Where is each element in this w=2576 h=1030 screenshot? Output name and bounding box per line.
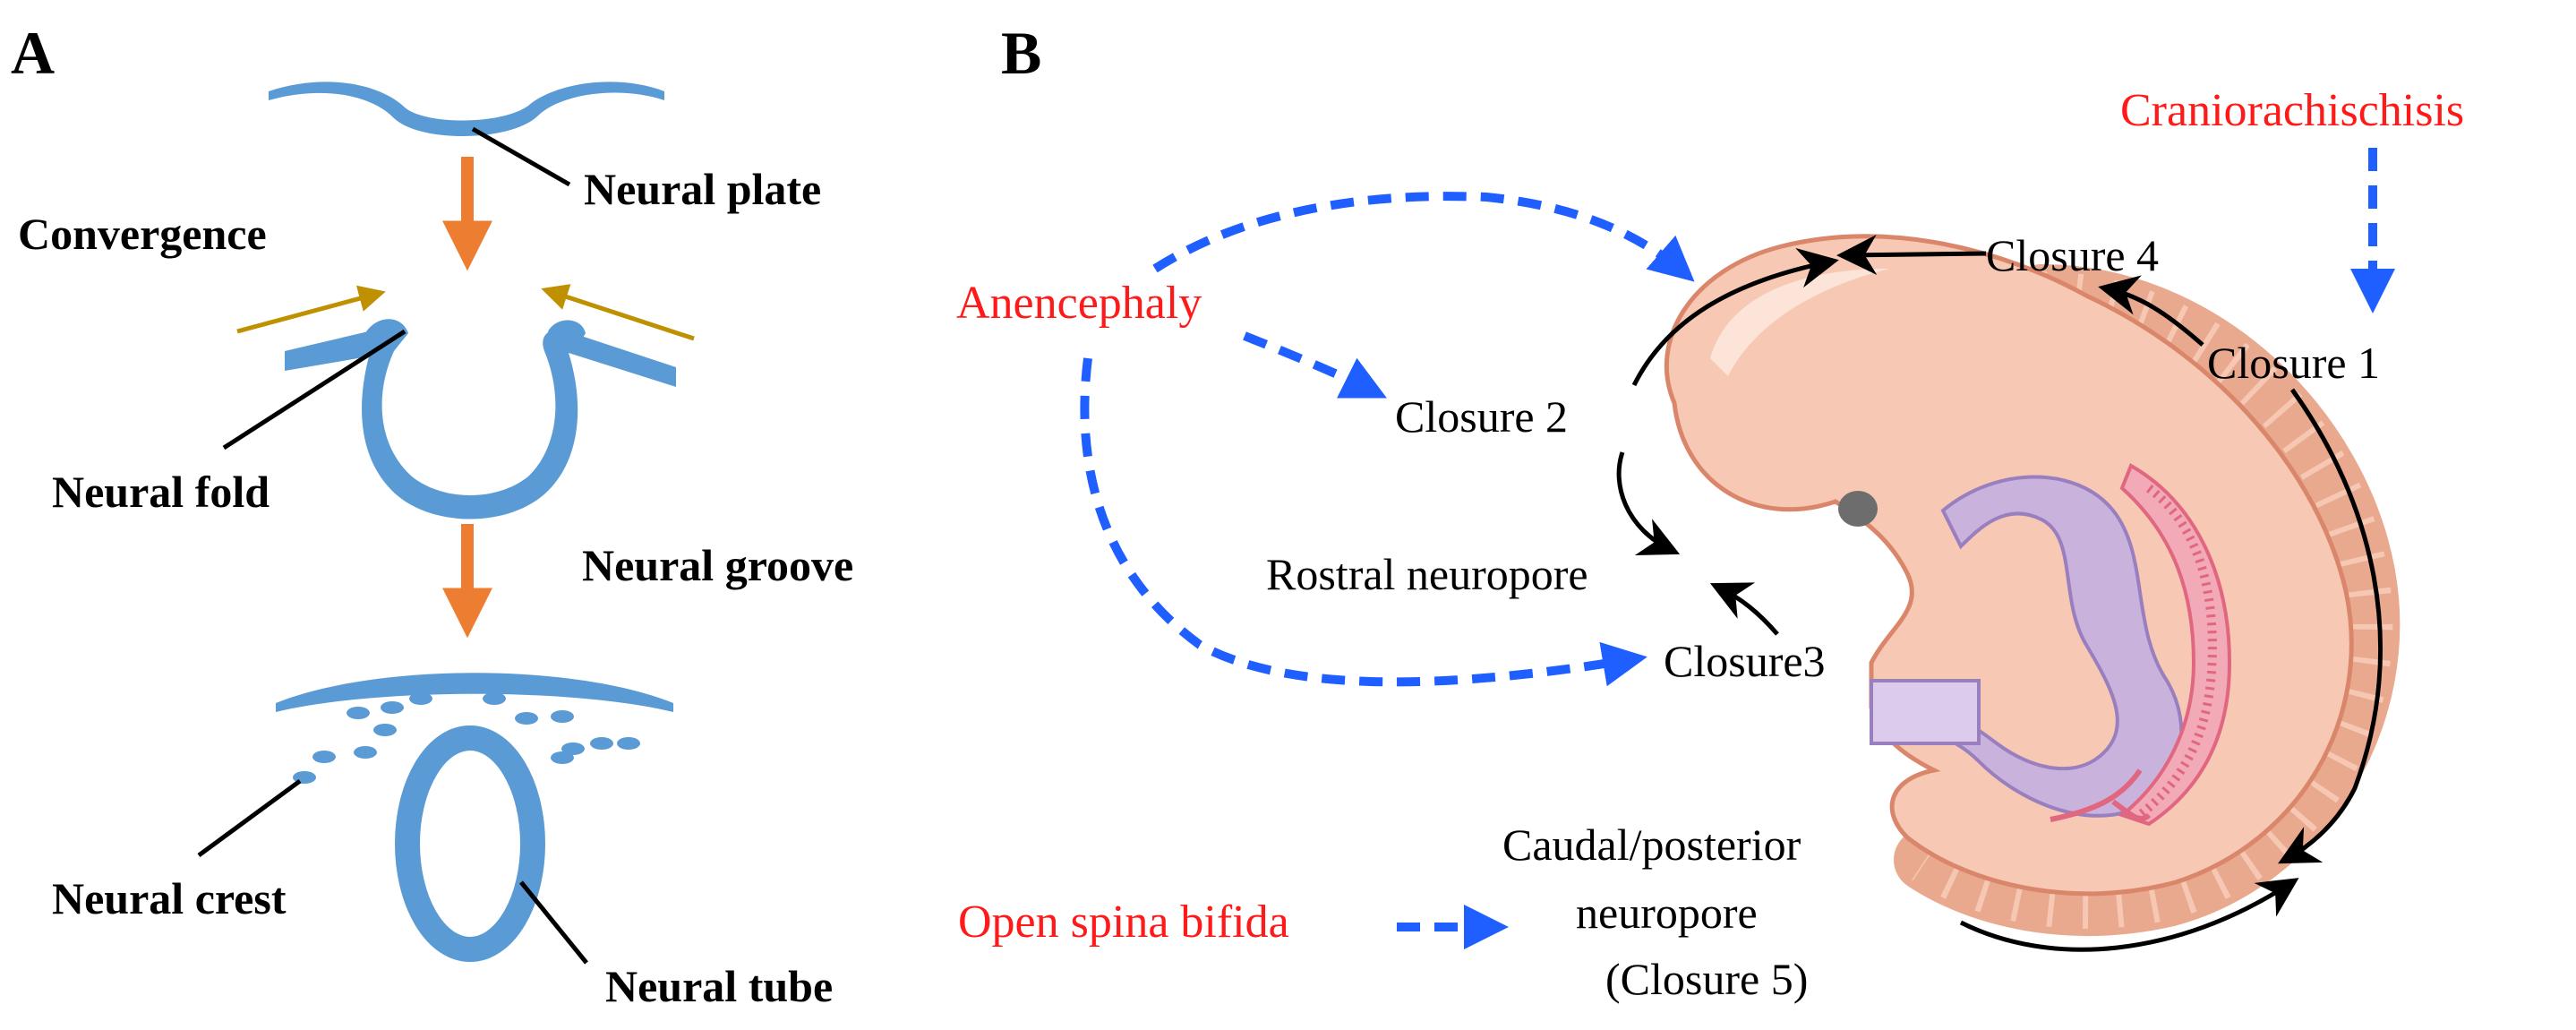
neural-groove-label: Neural groove: [582, 540, 853, 590]
caudal-neuropore-label-line2: neuropore: [1576, 888, 1758, 938]
defect-arrows: [1080, 148, 2395, 949]
neural-tube-stage: Neural crest Neural tube: [52, 673, 833, 1011]
embryo-tail-vessel: [2050, 768, 2152, 822]
embryo-head-highlight: [1710, 269, 1889, 376]
embryo-neural-tube-detail: [2136, 485, 2217, 819]
embryo-back-segment-lines: [1912, 271, 2393, 929]
neural-crest-cell: [551, 710, 574, 723]
neural-plate-pointer: [471, 126, 571, 187]
neural-plate-stage: Neural plate: [269, 82, 821, 214]
neural-tube-shape: [395, 725, 545, 962]
panel-a-letter: A: [11, 19, 55, 87]
neural-groove-shape: [285, 329, 676, 519]
neural-crest-cell: [347, 707, 370, 719]
anencephaly-arrow-closure2: [1243, 331, 1387, 399]
caudal-neuropore-label-line1: Caudal/posterior: [1502, 820, 1801, 870]
neural-crest-cell: [561, 742, 585, 755]
embryo-illustration: [1664, 234, 2401, 936]
closure-arrow-closure3-up: [1709, 582, 1779, 636]
closure-arrow-head-top: [1631, 248, 1839, 387]
closure-4-label: Closure 4: [1986, 230, 2159, 280]
neural-tube-label: Neural tube: [605, 961, 833, 1011]
neural-crest-cell: [551, 751, 574, 764]
panel-b: B: [956, 19, 2464, 1004]
open-spina-bifida-label: Open spina bifida: [958, 897, 1289, 948]
convergence-label: Convergence: [18, 209, 267, 259]
neural-plate-shape: [269, 82, 664, 137]
rostral-neuropore-label: Rostral neuropore: [1266, 549, 1588, 599]
closure-3-label: Closure3: [1664, 636, 1826, 686]
panel-b-letter: B: [1001, 19, 1041, 87]
closure-arrow-closure4-left: [1836, 235, 1987, 276]
closure-arrow-back: [2278, 388, 2383, 864]
anencephaly-arrow-closure3: [1080, 357, 1647, 687]
surface-ectoderm: [276, 673, 673, 712]
closure-arrow-closure1-to-4: [2098, 275, 2204, 347]
neural-crest-cell: [590, 737, 613, 750]
closure-1-label: Closure 1: [2207, 338, 2380, 388]
neural-crest-pointer: [197, 778, 302, 858]
neural-fold-label: Neural fold: [52, 467, 270, 517]
neural-plate-label: Neural plate: [584, 164, 821, 214]
anencephaly-arrow-top: [1152, 192, 1695, 282]
embryo-neural-tube: [2118, 463, 2232, 827]
neural-crest-cell: [409, 692, 432, 705]
neural-crest-cell: [312, 751, 336, 763]
convergence-arrow-left: [236, 285, 386, 334]
anencephaly-label: Anencephaly: [956, 278, 1202, 329]
defect-labels: Craniorachischisis Anencephaly Open spin…: [956, 85, 2464, 948]
neural-fold-curl-left: [365, 319, 408, 351]
embryo-eye: [1838, 491, 1878, 527]
closure-2-label: Closure 2: [1395, 391, 1568, 442]
neural-tube-pointer: [519, 880, 588, 965]
embryo-body: [1664, 234, 2354, 897]
neural-crest-cell: [354, 746, 377, 759]
neural-crest-cell: [515, 712, 538, 725]
neural-crest-cell: [617, 737, 640, 750]
closure-arrow-caudal: [1959, 878, 2299, 952]
closure-arrows: [1616, 235, 2383, 952]
panel-a: A Neural plate Convergence Neural fold N…: [11, 19, 853, 1011]
neural-crest-cell: [483, 692, 506, 705]
neural-crest-label: Neural crest: [52, 873, 287, 923]
neural-fold-pointer: [222, 329, 407, 451]
closure-labels: Closure 4 Closure 1 Closure 2 Rostral ne…: [1266, 230, 2380, 1004]
embryo-pharynx: [1870, 679, 1981, 745]
neural-groove-stage: Neural fold Neural groove: [52, 284, 853, 590]
convergence-arrow-right: [541, 284, 695, 341]
neural-crest-cell: [373, 724, 397, 736]
caudal-neuropore-label-line3: (Closure 5): [1605, 954, 1808, 1004]
closure-arrow-closure2-down: [1616, 451, 1681, 555]
neural-fold-curl-right: [548, 320, 586, 351]
neural-crest-cell: [381, 701, 404, 714]
craniorachischisis-label: Craniorachischisis: [2120, 85, 2464, 136]
